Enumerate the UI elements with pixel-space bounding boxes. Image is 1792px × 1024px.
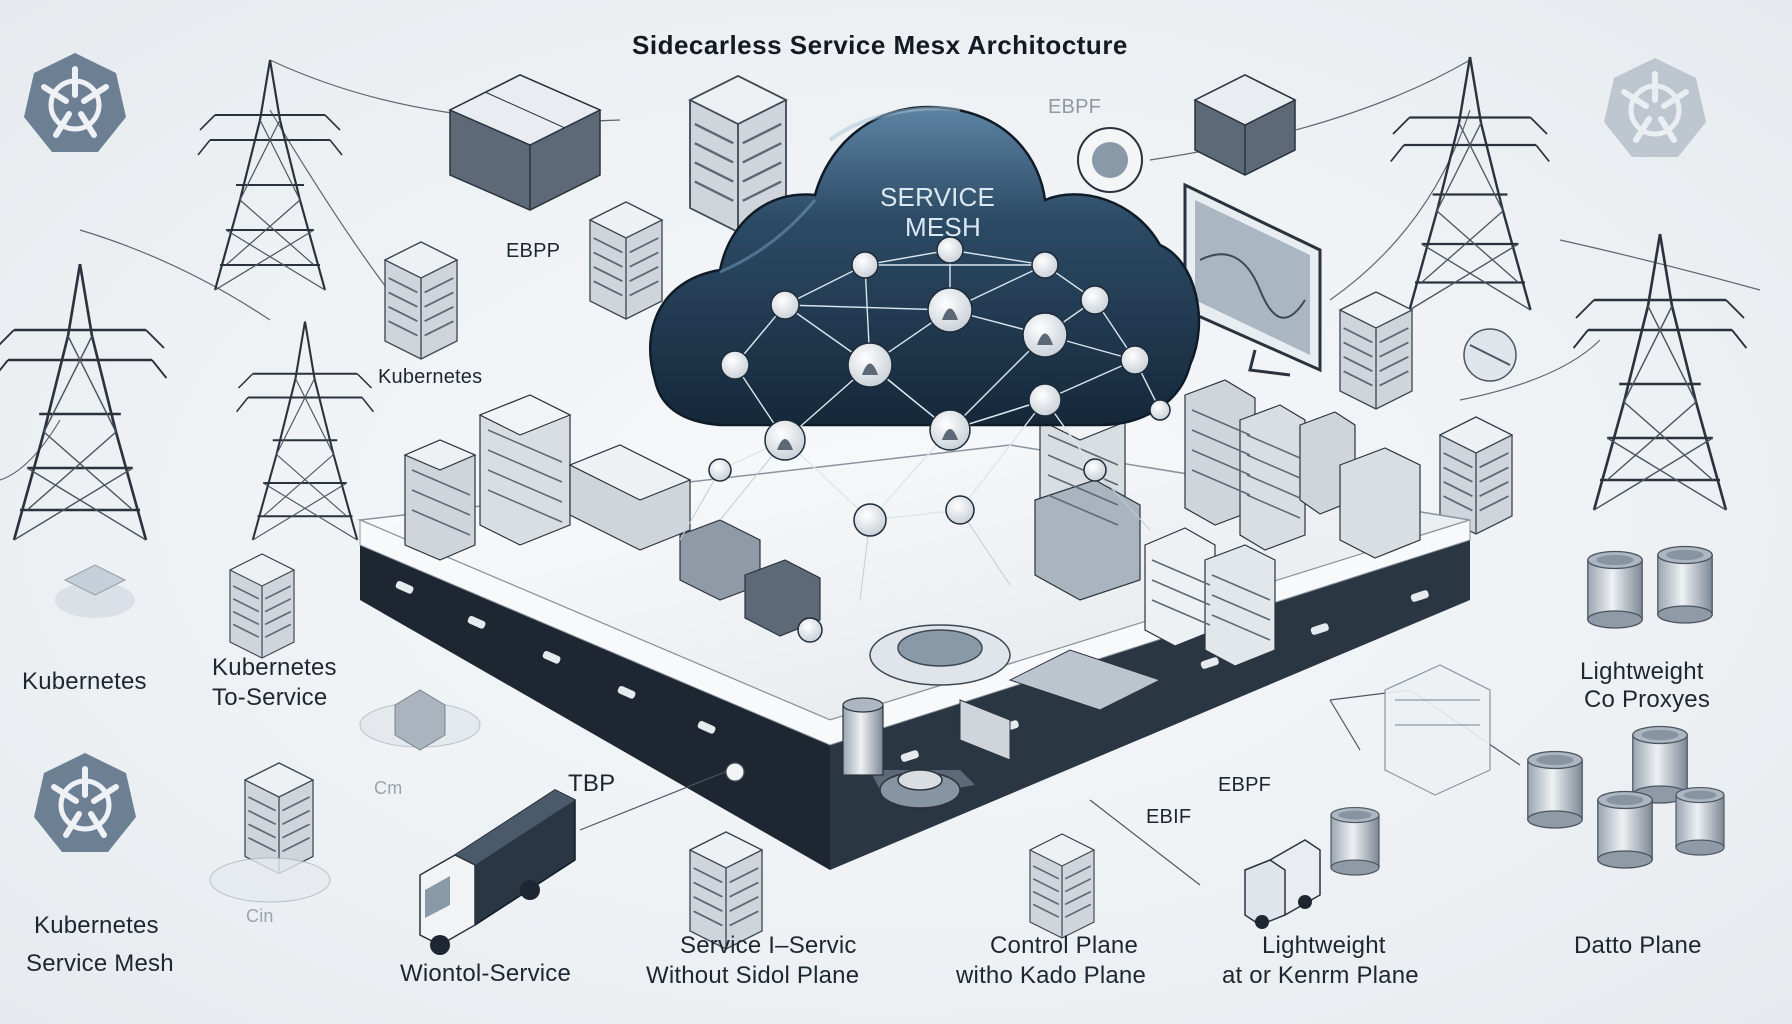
cube-icon xyxy=(1193,74,1297,176)
network-node-icon xyxy=(1077,127,1143,193)
server-rack-icon xyxy=(384,241,458,360)
mesh-network xyxy=(679,236,1171,643)
control-plane-label-1: Control Plane xyxy=(990,932,1139,959)
server-rack-icon xyxy=(229,553,295,659)
transmission-tower-icon xyxy=(1572,232,1748,512)
transmission-tower-icon xyxy=(0,262,168,542)
delivery-truck-icon xyxy=(419,789,576,955)
kubernetes-service-mesh-label-1: Kubernetes xyxy=(34,912,159,939)
cloud-label-line1: SERVICE xyxy=(880,182,996,212)
cube-icon xyxy=(448,74,602,211)
transmission-tower-icon xyxy=(196,58,344,292)
transmission-tower-icon xyxy=(1389,55,1551,312)
kubernetes-to-service-label-2: To-Service xyxy=(212,684,328,711)
network-node-icon xyxy=(1463,328,1517,382)
cube-icon xyxy=(55,564,481,903)
ebpf-label: EBPF xyxy=(1048,96,1102,118)
kubernetes-service-mesh-label-2: Service Mesh xyxy=(26,950,174,977)
kubernetes-to-service-label-1: Kubernetes xyxy=(212,654,337,681)
ebpp-label: EBPP xyxy=(506,240,561,262)
server-rack-icon xyxy=(1029,833,1095,939)
cin-faint-label: Cin xyxy=(246,906,274,926)
lightweight-bottom-label-1: Lightweight xyxy=(1262,932,1386,959)
ebif-label: EBIF xyxy=(1146,806,1192,828)
database-cylinder-icon xyxy=(1587,550,1643,629)
database-cylinder-icon xyxy=(1657,545,1713,624)
lightweight-bottom-label-2: at or Kenrm Plane xyxy=(1222,962,1419,989)
city-buildings xyxy=(403,379,1421,809)
tbp-label: TBP xyxy=(568,770,616,797)
kubernetes-logo-icon xyxy=(1604,58,1706,157)
database-cylinder-icon xyxy=(1330,806,1380,876)
cloud-label-line2: MESH xyxy=(905,212,981,242)
cm-faint-label: Cm xyxy=(374,778,403,798)
kubernetes-mid-left-label: Kubernetes xyxy=(378,366,483,388)
service-servic-label-2: Without Sidol Plane xyxy=(646,962,860,989)
service-servic-label-1: Service I–Servic xyxy=(680,932,857,959)
lightweight-proxies-label-1: Lightweight xyxy=(1580,658,1704,685)
transmission-tower-icon xyxy=(235,320,375,542)
database-cylinder-icon xyxy=(1597,790,1653,869)
server-rack-icon xyxy=(1339,291,1413,410)
kubernetes-logo-icon xyxy=(24,53,126,152)
server-rack-icon xyxy=(1384,664,1491,796)
database-cylinder-icon xyxy=(1675,786,1725,856)
wiontol-service-label: Wiontol-Service xyxy=(400,960,572,987)
datto-plane-label: Datto Plane xyxy=(1574,932,1702,959)
kubernetes-label: Kubernetes xyxy=(22,668,147,695)
diagram-title: Sidecarless Service Mesx Architocture xyxy=(632,30,1128,60)
ebpf-bottom-label: EBPF xyxy=(1218,774,1272,796)
monitor-icon xyxy=(1183,182,1322,377)
database-cylinder-icon xyxy=(1527,750,1583,829)
control-plane-label-2: witho Kado Plane xyxy=(956,962,1146,989)
server-rack-icon xyxy=(589,201,663,320)
delivery-truck-icon xyxy=(1244,839,1321,929)
server-rack-icon xyxy=(244,762,314,875)
lightweight-proxies-label-2: Co Proxyes xyxy=(1584,686,1711,713)
kubernetes-logo-icon xyxy=(34,753,136,852)
